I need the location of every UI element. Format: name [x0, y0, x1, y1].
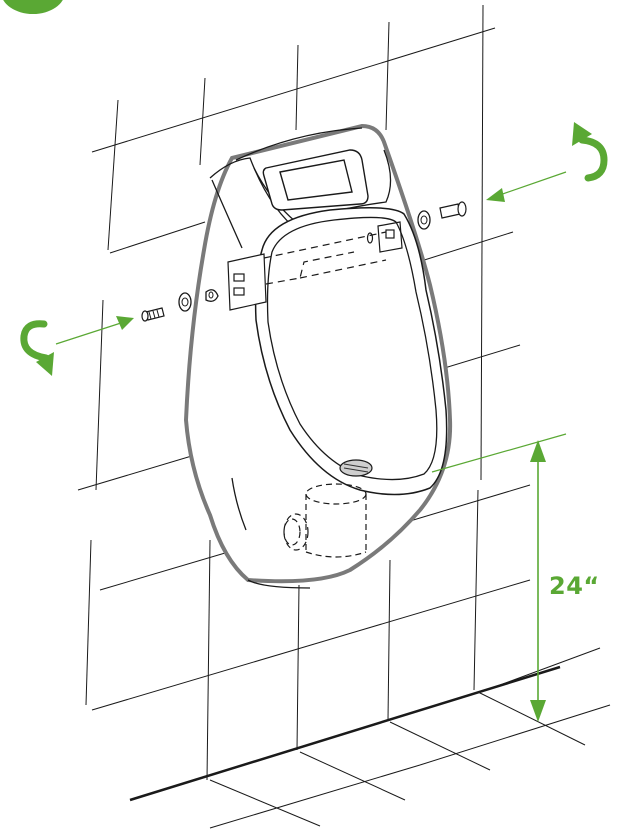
- drain-grate: [339, 459, 373, 477]
- left-screw: [141, 307, 165, 322]
- mounting-bracket-hidden: [227, 221, 403, 311]
- drain-pipe-hidden: [283, 483, 367, 558]
- insert-arrow-icon: [55, 316, 134, 345]
- rotate-arrow-icon: [572, 122, 608, 182]
- left-washer: [178, 292, 192, 312]
- right-washer: [417, 210, 431, 230]
- insert-arrow-icon: [486, 171, 567, 202]
- step-badge-icon: [3, 0, 63, 14]
- rotate-arrow-icon: [20, 320, 54, 376]
- left-cap: [205, 289, 219, 302]
- height-dimension: [431, 433, 590, 722]
- height-dimension-label: 24“: [549, 572, 600, 600]
- wall-tile-grid: [77, 4, 611, 829]
- display-module: [262, 149, 369, 211]
- urinal-body: [183, 123, 453, 589]
- right-screw: [439, 201, 467, 219]
